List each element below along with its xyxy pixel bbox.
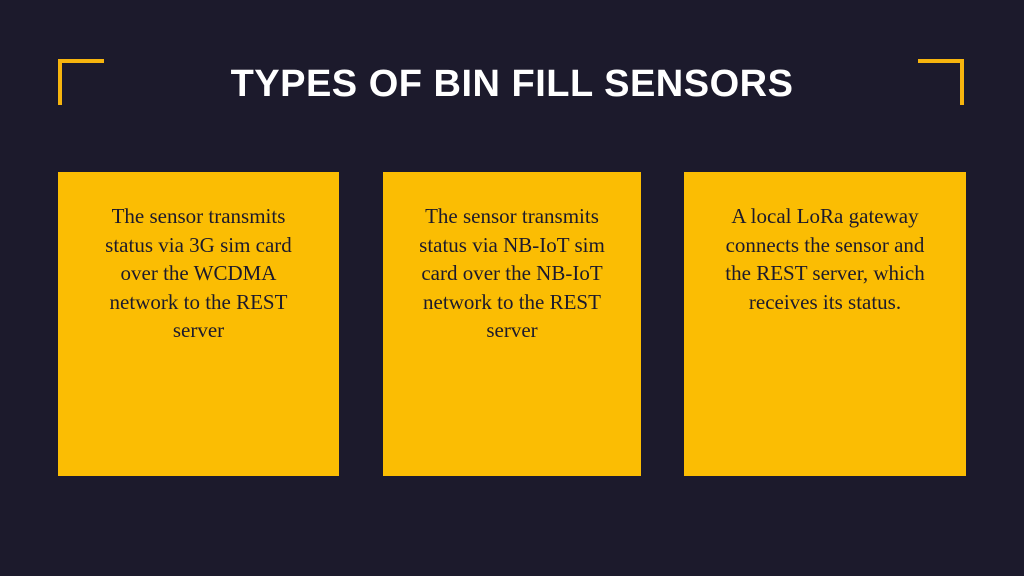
corner-bracket-right (918, 59, 964, 105)
corner-bracket-left (58, 59, 104, 105)
sensor-card-text: The sensor transmits status via 3G sim c… (105, 204, 292, 342)
sensor-card-lora: A local LoRa gateway connects the sensor… (684, 172, 966, 476)
sensor-card-nbiot: The sensor transmits status via NB-IoT s… (383, 172, 641, 476)
sensor-card-3g: The sensor transmits status via 3G sim c… (58, 172, 339, 476)
sensor-card-text: A local LoRa gateway connects the sensor… (725, 204, 925, 314)
sensor-card-text: The sensor transmits status via NB-IoT s… (419, 204, 605, 342)
slide-title: TYPES OF BIN FILL SENSORS (230, 63, 794, 105)
